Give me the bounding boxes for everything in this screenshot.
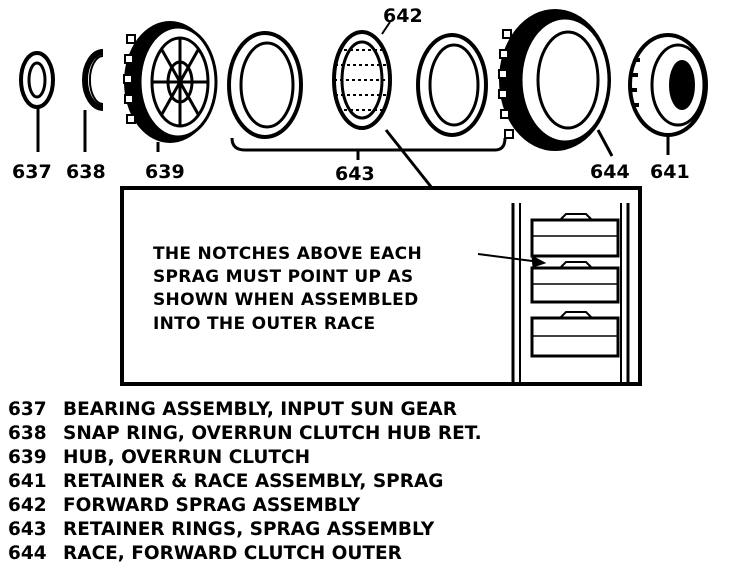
legend-item: 639 HUB, OVERRUN CLUTCH [8, 446, 482, 470]
part-641-retainer-race [628, 33, 708, 155]
part-639-hub [123, 21, 218, 152]
part-637-bearing [19, 51, 55, 152]
note-arrow [477, 253, 547, 268]
legend-num: 644 [8, 543, 47, 564]
parts-legend: 637 BEARING ASSEMBLY, INPUT SUN GEAR 638 S… [8, 398, 482, 566]
legend-item: 642 FORWARD SPRAG ASSEMBLY [8, 494, 482, 518]
legend-num: 639 [8, 447, 47, 468]
legend-text: RETAINER & RACE ASSEMBLY, SPRAG [63, 471, 444, 492]
note-line-4: INTO THE OUTER RACE [153, 314, 375, 334]
label-644: 644 [590, 161, 630, 183]
legend-num: 638 [8, 423, 47, 444]
legend-item: 637 BEARING ASSEMBLY, INPUT SUN GEAR [8, 398, 482, 422]
part-638-snap-ring [82, 49, 104, 152]
sprag-detail-illustration [511, 203, 630, 382]
legend-item: 638 SNAP RING, OVERRUN CLUTCH HUB RET. [8, 422, 482, 446]
legend-num: 637 [8, 399, 47, 420]
bracket-643 [230, 137, 507, 160]
note-line-2: SPRAG MUST POINT UP AS [153, 267, 413, 287]
label-641: 641 [650, 161, 690, 183]
legend-text: FORWARD SPRAG ASSEMBLY [63, 495, 361, 516]
legend-item: 644 RACE, FORWARD CLUTCH OUTER [8, 542, 482, 566]
legend-text: RACE, FORWARD CLUTCH OUTER [63, 543, 402, 564]
note-line-3: SHOWN WHEN ASSEMBLED [153, 290, 418, 310]
legend-text: BEARING ASSEMBLY, INPUT SUN GEAR [63, 399, 457, 420]
leader-line [384, 129, 434, 189]
part-643-retainer-ring-left [227, 31, 303, 139]
note-line-1: THE NOTCHES ABOVE EACH [153, 244, 422, 264]
legend-num: 642 [8, 495, 47, 516]
label-638: 638 [66, 161, 106, 183]
label-642: 642 [383, 5, 423, 27]
label-643: 643 [335, 163, 375, 185]
legend-item: 641 RETAINER & RACE ASSEMBLY, SPRAG [8, 470, 482, 494]
legend-item: 643 RETAINER RINGS, SPRAG ASSEMBLY [8, 518, 482, 542]
label-639: 639 [145, 161, 185, 183]
part-643-retainer-ring-right [416, 33, 488, 137]
legend-text: SNAP RING, OVERRUN CLUTCH HUB RET. [63, 423, 482, 444]
legend-num: 641 [8, 471, 47, 492]
legend-text: HUB, OVERRUN CLUTCH [63, 447, 311, 468]
label-637: 637 [12, 161, 52, 183]
legend-num: 643 [8, 519, 47, 540]
legend-text: RETAINER RINGS, SPRAG ASSEMBLY [63, 519, 435, 540]
part-644-outer-race [498, 9, 614, 157]
part-642-sprag [332, 21, 392, 130]
